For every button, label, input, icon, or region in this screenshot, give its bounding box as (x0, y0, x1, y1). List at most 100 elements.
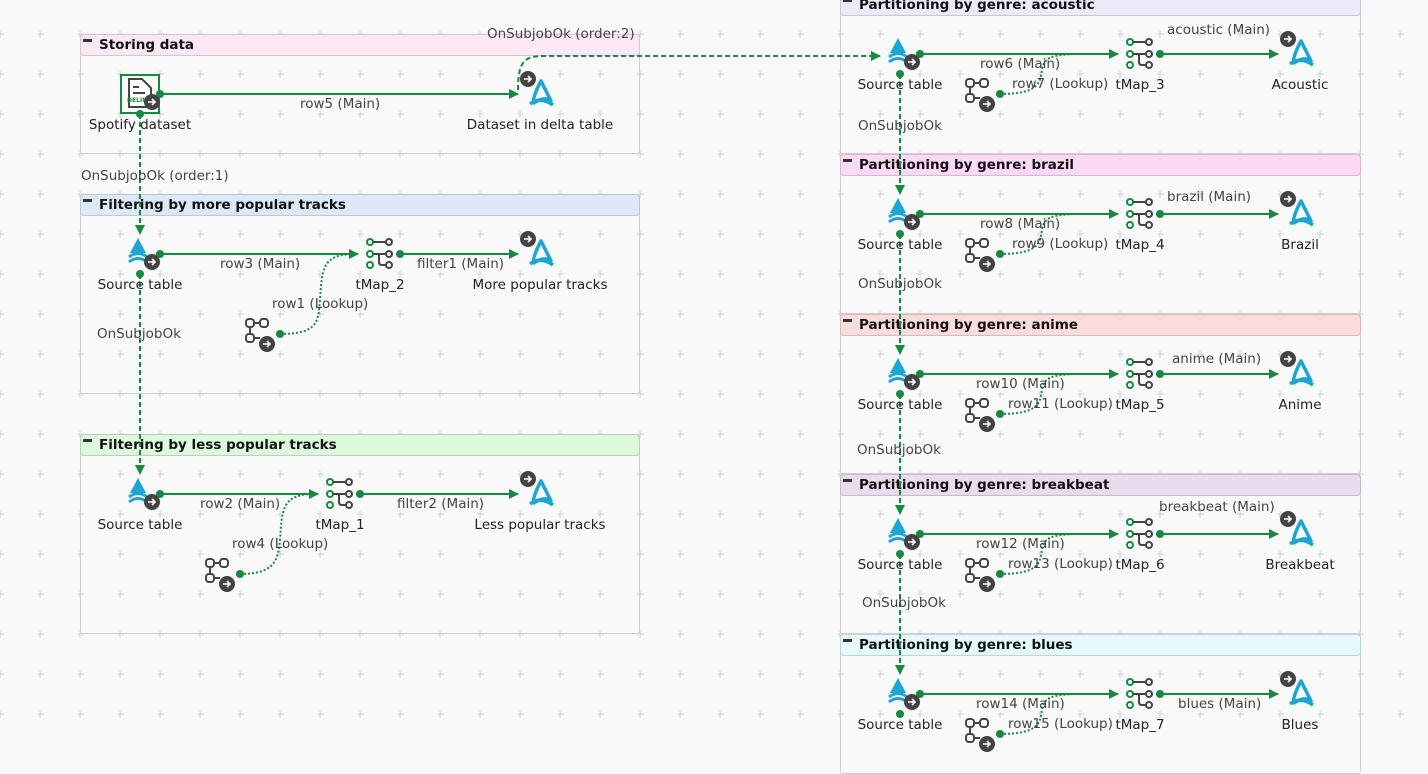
link-label-row14: row14 (Main) (976, 696, 1065, 712)
node-label: Brazil (1281, 237, 1319, 253)
collapse-icon[interactable] (83, 39, 92, 42)
node-source-table-blues[interactable] (880, 674, 920, 714)
source-icon (128, 478, 160, 510)
node-label: tMap_7 (1115, 717, 1165, 733)
subjob-acoustic[interactable]: Partitioning by genre: acoustic (840, 0, 1361, 154)
node-label: Blues (1281, 717, 1319, 733)
node-more-popular-tracks[interactable] (520, 231, 560, 274)
source-icon (888, 38, 920, 70)
node-lookup-breakbeat[interactable] (960, 554, 1000, 594)
node-dataset-delta-table[interactable] (520, 71, 560, 114)
node-source-table-less[interactable] (120, 474, 160, 514)
subjob-less-popular[interactable]: Filtering by less popular tracks (80, 434, 640, 634)
delta-icon (1280, 671, 1314, 707)
subjob-header[interactable]: Partitioning by genre: breakbeat (840, 474, 1361, 496)
subjob-anime[interactable]: Partitioning by genre: anime (840, 314, 1361, 474)
node-label: tMap_4 (1115, 237, 1165, 253)
node-spotify-dataset[interactable]: DELIM (120, 74, 160, 114)
subjob-brazil[interactable]: Partitioning by genre: brazil (840, 154, 1361, 314)
collapse-icon[interactable] (83, 439, 92, 442)
node-lookup-row4[interactable] (200, 554, 240, 594)
node-source-table-brazil[interactable] (880, 194, 920, 234)
node-tmap3[interactable] (1120, 34, 1160, 74)
delim-icon: DELIM (120, 74, 160, 114)
node-output-anime[interactable] (1280, 351, 1320, 394)
link-label-order2: OnSubjobOk (order:2) (487, 26, 635, 42)
source-icon (128, 238, 160, 270)
node-tmap7[interactable] (1120, 674, 1160, 714)
node-lookup-row1[interactable] (240, 314, 280, 354)
svg-text:DELIM: DELIM (127, 97, 148, 104)
node-output-brazil[interactable] (1280, 191, 1320, 234)
link-label-row8: row8 (Main) (980, 216, 1061, 232)
collapse-icon[interactable] (83, 199, 92, 202)
node-less-popular-tracks[interactable] (520, 471, 560, 514)
subjob-header[interactable]: Filtering by more popular tracks (80, 194, 640, 216)
lookup-icon (205, 558, 235, 592)
tmap-icon (326, 478, 353, 509)
node-tmap6[interactable] (1120, 514, 1160, 554)
source-icon (888, 358, 920, 390)
node-label: Anime (1278, 397, 1322, 413)
node-lookup-blues[interactable] (960, 714, 1000, 754)
subjob-title: Filtering by more popular tracks (99, 197, 346, 213)
delta-icon (520, 71, 554, 107)
subjob-header[interactable]: Storing data (80, 34, 640, 56)
subjob-blues[interactable]: Partitioning by genre: blues (840, 634, 1361, 774)
subjob-breakbeat[interactable]: Partitioning by genre: breakbeat (840, 474, 1361, 634)
node-output-breakbeat[interactable] (1280, 511, 1320, 554)
node-tmap5[interactable] (1120, 354, 1160, 394)
link-label-ok-brazil: OnSubjobOk (858, 276, 942, 292)
node-source-table-acoustic[interactable] (880, 34, 920, 74)
node-label: tMap_5 (1115, 397, 1165, 413)
subjob-header[interactable]: Partitioning by genre: anime (840, 314, 1361, 336)
delta-icon (1280, 511, 1314, 547)
tmap-icon (1126, 358, 1153, 389)
link-label-row3: row3 (Main) (220, 256, 301, 272)
tmap-icon (1126, 678, 1153, 709)
subjob-more-popular[interactable]: Filtering by more popular tracks (80, 194, 640, 394)
collapse-icon[interactable] (843, 159, 852, 162)
node-label: Source table (97, 277, 183, 293)
link-label-ok-anime: OnSubjobOk (857, 442, 941, 458)
node-source-table-more[interactable] (120, 234, 160, 274)
subjob-header[interactable]: Filtering by less popular tracks (80, 434, 640, 456)
delta-icon (520, 471, 554, 507)
lookup-icon (965, 558, 995, 592)
node-output-acoustic[interactable] (1280, 31, 1320, 74)
node-lookup-anime[interactable] (960, 394, 1000, 434)
subjob-header[interactable]: Partitioning by genre: blues (840, 634, 1361, 656)
tmap-icon (366, 238, 393, 269)
link-label-row13: row13 (Lookup) (1008, 556, 1113, 572)
link-label-row9: row9 (Lookup) (1012, 236, 1109, 252)
link-label-ok-more: OnSubjobOk (97, 326, 181, 342)
subjob-header[interactable]: Partitioning by genre: brazil (840, 154, 1361, 176)
collapse-icon[interactable] (843, 319, 852, 322)
subjob-storing-data[interactable]: Storing data (80, 34, 640, 154)
link-label-breakbeat-main: breakbeat (Main) (1159, 499, 1275, 515)
source-icon (888, 518, 920, 550)
subjob-title: Partitioning by genre: breakbeat (859, 477, 1110, 493)
lookup-icon (965, 238, 995, 272)
node-output-blues[interactable] (1280, 671, 1320, 714)
link-label-row5: row5 (Main) (300, 96, 381, 112)
link-label-ok-acoustic: OnSubjobOk (858, 118, 942, 134)
source-icon (888, 678, 920, 710)
subjob-header[interactable]: Partitioning by genre: acoustic (840, 0, 1361, 16)
node-tmap-1[interactable] (320, 474, 360, 514)
node-source-table-anime[interactable] (880, 354, 920, 394)
node-label: Source table (857, 397, 943, 413)
collapse-icon[interactable] (843, 0, 852, 2)
node-label: tMap_2 (355, 277, 405, 293)
collapse-icon[interactable] (843, 479, 852, 482)
node-label: More popular tracks (472, 277, 608, 293)
node-tmap-2[interactable] (360, 234, 400, 274)
link-label-filter2: filter2 (Main) (397, 496, 485, 512)
node-source-table-breakbeat[interactable] (880, 514, 920, 554)
node-tmap4[interactable] (1120, 194, 1160, 234)
subjob-title: Partitioning by genre: anime (859, 317, 1079, 333)
collapse-icon[interactable] (843, 639, 852, 642)
link-label-row11: row11 (Lookup) (1008, 396, 1113, 412)
node-lookup-brazil[interactable] (960, 234, 1000, 274)
node-lookup-acoustic[interactable] (960, 74, 1000, 114)
